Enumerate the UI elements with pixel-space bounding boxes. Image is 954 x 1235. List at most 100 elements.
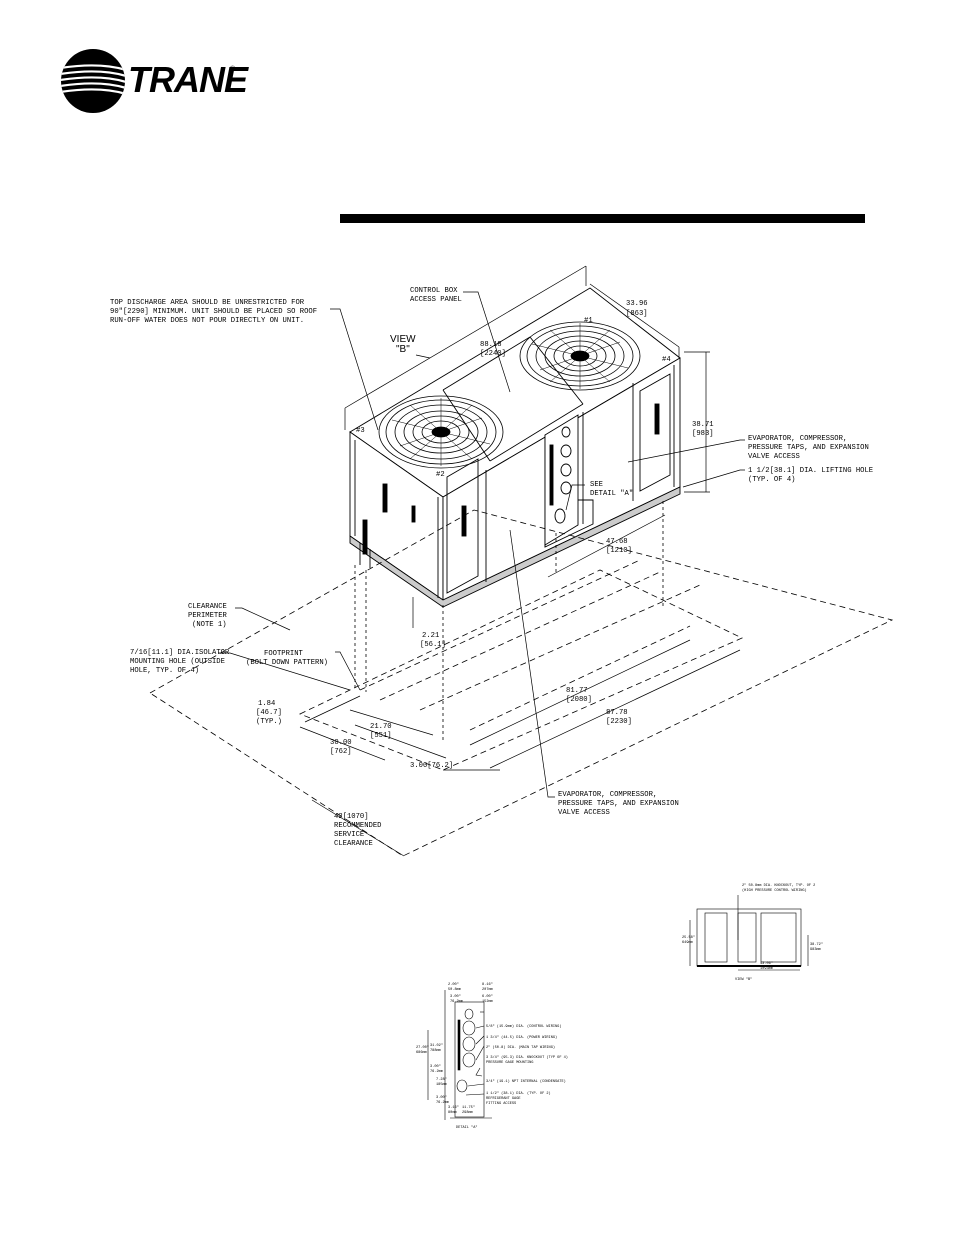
detail-a-note-2: 1 3/4" (44.5) DIA. (POWER WIRING): [486, 1035, 557, 1040]
detail-a-dim-12: 788mm: [430, 1049, 441, 1053]
detail-a-dim-11: 31.02": [430, 1043, 443, 1048]
detail-a-dim-22: 298mm: [462, 1111, 473, 1115]
detail-a-dim-13: 3.00": [430, 1064, 441, 1069]
clearance-perimeter-2: PERIMETER: [188, 612, 228, 620]
dim-184-metric: [46.7]: [256, 709, 282, 717]
footprint-2: (BOLT DOWN PATTERN): [246, 659, 328, 667]
dim-221-metric: [56.1]: [420, 641, 446, 649]
detail-a-title: DETAIL "A": [456, 1125, 478, 1130]
trane-logo-icon: [61, 49, 125, 113]
detail-a-dim-15: 7.28": [436, 1077, 447, 1082]
view-b-note-2: (HIGH PRESSURE CONTROL WIRING): [742, 888, 807, 893]
dim-47-metric: [1210]: [606, 547, 632, 555]
fan-label-1: #1: [584, 317, 593, 325]
control-box-note-2: ACCESS PANEL: [410, 296, 462, 304]
detail-a-dim-6: 207mm: [482, 988, 493, 992]
unit-body: [349, 287, 681, 608]
footprint-1: FOOTPRINT: [264, 650, 304, 658]
lifting-hole-2: (TYP. OF 4): [748, 476, 795, 484]
detail-a-dim-17: 3.00": [436, 1095, 447, 1100]
dim-8778-metric: [2230]: [606, 718, 632, 726]
view-b-note-1: 2" 50.8mm DIA. KNOCKOUT, TYP. OF 2: [742, 883, 815, 888]
dimension-lines: [299, 265, 741, 857]
detail-a-drawing: [427, 990, 492, 1120]
detail-a-note-3: 2" (50.8) DIA. (MAIN TAP WIRING): [486, 1045, 555, 1050]
service-clearance-2: RECOMMENDED: [334, 822, 381, 830]
view-b-dim-5: 43.06": [760, 961, 773, 966]
isolator-hole-2: MOUNTING HOLE (OUTSIDE: [130, 658, 225, 666]
view-b-label-1: VIEW: [390, 334, 416, 345]
evap-access-lower-3: VALVE ACCESS: [558, 809, 610, 817]
brand-name: TRANE: [128, 59, 248, 100]
fan-label-2: #2: [436, 471, 445, 479]
evap-access-lower-1: EVAPORATOR, COMPRESSOR,: [558, 791, 657, 799]
fan-label-4: #4: [662, 356, 671, 364]
see-detail-2: DETAIL "A": [590, 490, 633, 498]
detail-a-note-4: 3 3/4" (95.3) DIA. KNOCKOUT (TYP OF 4): [486, 1055, 568, 1060]
detail-a-dim-14: 76.2mm: [430, 1070, 443, 1074]
registered-mark: ®: [230, 66, 236, 73]
top-discharge-note-1: TOP DISCHARGE AREA SHOULD BE UNRESTRICTE…: [110, 299, 305, 307]
view-b-dim-3: 38.72": [810, 942, 823, 947]
detail-a-dim-20: 80mm: [448, 1111, 457, 1115]
dim-8177-metric: [2080]: [566, 696, 592, 704]
detail-a-note-6: 3/4" (19.1) NPT INTERNAL (CONDENSATE): [486, 1079, 566, 1084]
detail-a-dim-4: 76.2mm: [450, 1000, 463, 1004]
detail-a-dim-5: 8.16": [482, 982, 493, 987]
detail-a-dim-3: 3.00": [450, 994, 461, 999]
view-b-dim-1: 25.58": [682, 935, 695, 940]
detail-a-dim-16: 185mm: [436, 1083, 447, 1087]
dim-length-metric: [2240]: [480, 350, 506, 358]
service-clearance-4: CLEARANCE: [334, 840, 373, 848]
view-b-dim-2: 649mm: [682, 941, 693, 945]
detail-a-dim-8: 152mm: [482, 1000, 493, 1004]
control-box-note-1: CONTROL BOX: [410, 287, 458, 295]
dim-8177-value: 81.77: [566, 687, 588, 695]
detail-a-dim-7: 6.00": [482, 994, 493, 999]
isolator-hole-3: HOLE, TYP. OF 4): [130, 667, 199, 675]
dim-2170-value: 21.70: [370, 723, 392, 731]
top-discharge-note-3: RUN-OFF WATER DOES NOT POUR DIRECTLY ON …: [110, 317, 304, 325]
view-b-title: VIEW "B": [735, 977, 752, 982]
view-b-dim-6: 1093mm: [760, 967, 773, 971]
top-discharge-note-2: 90"[2290] MINIMUM. UNIT SHOULD BE PLACED…: [110, 308, 317, 316]
dim-221-value: 2.21: [422, 632, 439, 640]
dim-300: 3.00[76.2]: [410, 762, 453, 770]
dim-184-value: 1.84: [258, 700, 275, 708]
dim-height-metric: [983]: [692, 430, 714, 438]
condenser-fan-2: [519, 321, 641, 391]
view-b-labels: 2" 50.8mm DIA. KNOCKOUT, TYP. OF 2 (HIGH…: [682, 883, 823, 982]
isolator-hole-1: 7/16[11.1] DIA.ISOLATOR: [130, 649, 230, 657]
dim-width-value: 33.96: [626, 300, 648, 308]
detail-a-note-8: REFRIGERANT GAGE: [486, 1097, 521, 1101]
dim-184-typ: (TYP.): [256, 718, 282, 726]
clearance-perimeter-1: CLEARANCE: [188, 603, 227, 611]
detail-a-note-5: PRESSURE GAGE MOUNTING: [486, 1061, 533, 1065]
evap-access-upper-2: PRESSURE TAPS, AND EXPANSION: [748, 444, 869, 452]
clearance-perimeter: [149, 500, 894, 857]
detail-a-note-1: 5/8" (15.9mm) DIA. (CONTROL WIRING): [486, 1024, 561, 1029]
dim-width-metric: [863]: [626, 310, 648, 318]
leader-lines: [218, 291, 745, 798]
detail-a-dim-19: 3.16": [448, 1105, 459, 1110]
evap-access-upper-3: VALVE ACCESS: [748, 453, 800, 461]
dim-height-value: 38.71: [692, 421, 714, 429]
detail-a-dim-10: 686mm: [416, 1051, 427, 1055]
see-detail-1: SEE: [590, 481, 603, 489]
detail-a-note-7: 1 1/2" (38.1) DIA. (TYP. OF 2): [486, 1091, 551, 1096]
view-b-drawing: [689, 895, 809, 971]
fan-label-3: #3: [356, 427, 365, 435]
detail-a-labels: 2.00" 50.8mm 3.00" 76.2mm 8.16" 207mm 6.…: [416, 982, 568, 1130]
detail-a-dim-9: 27.00": [416, 1045, 429, 1050]
detail-a-dim-2: 50.8mm: [448, 988, 461, 992]
detail-a-dim-1: 2.00": [448, 982, 459, 987]
detail-a-dim-18: 76.2mm: [436, 1101, 449, 1105]
dim-47-value: 47.68: [606, 538, 628, 546]
view-b-dim-4: 983mm: [810, 948, 821, 952]
detail-a-note-9: FITTING ACCESS: [486, 1102, 516, 1106]
header-rule: [340, 214, 865, 223]
service-clearance-1: 42[1070]: [334, 813, 369, 821]
condenser-fan-1: [378, 395, 504, 469]
evap-access-upper-1: EVAPORATOR, COMPRESSOR,: [748, 435, 847, 443]
